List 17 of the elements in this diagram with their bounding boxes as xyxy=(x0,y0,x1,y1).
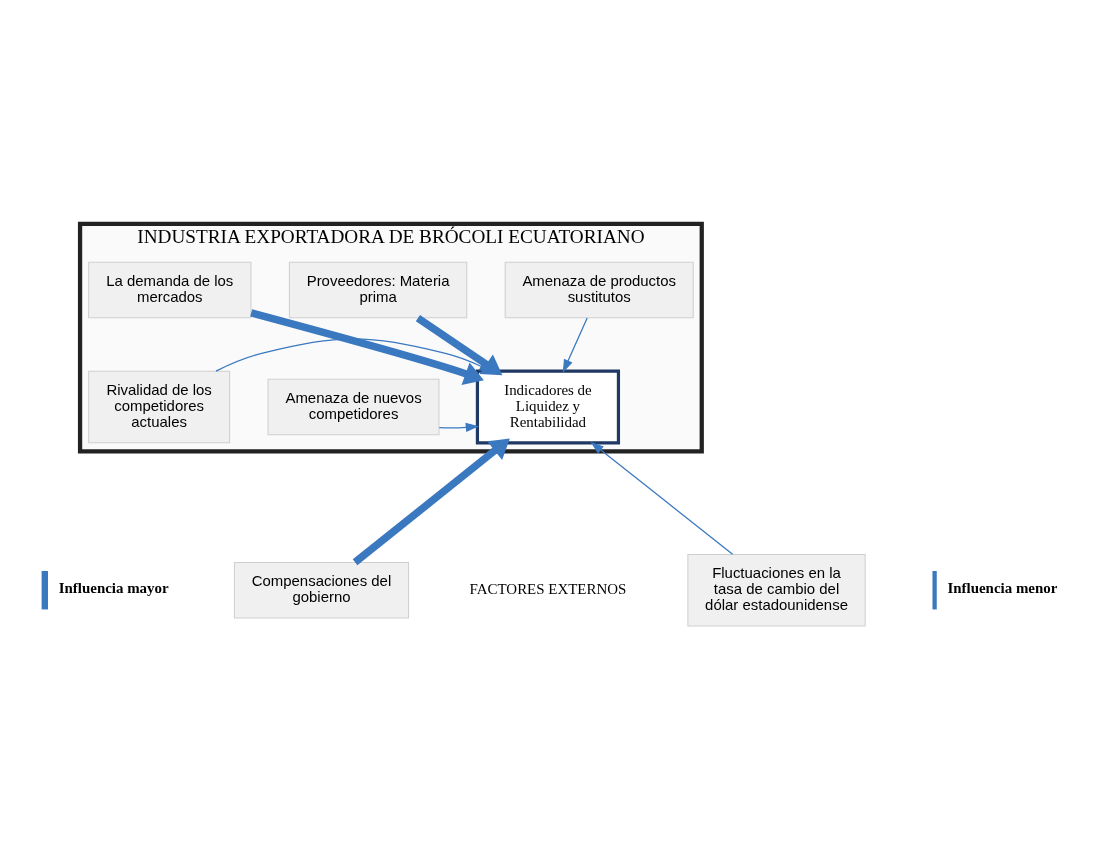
legend-label: Influencia mayor xyxy=(58,579,169,596)
node-box: Proveedores: Materia prima xyxy=(288,261,468,318)
node-box: Amenaza de productos sustitutos xyxy=(504,261,694,318)
arrow xyxy=(352,438,510,565)
arrow xyxy=(590,441,734,555)
label: FACTORES EXTERNOS xyxy=(469,580,627,597)
node-box: Amenaza de nuevos competidores xyxy=(267,378,440,435)
legend-label: Influencia menor xyxy=(947,579,1058,596)
arrow xyxy=(415,314,503,375)
node-box: Fluctuaciones en la tasa de cambio del dólar estadounidense xyxy=(687,553,866,627)
node-box: Indicadores de Liquidez y Rentabilidad xyxy=(475,369,621,444)
node-box: Rivalidad de los competidores actuales xyxy=(88,370,231,443)
arrow xyxy=(562,316,588,373)
node-box: La demanda de los mercados xyxy=(88,261,252,318)
node-box: Compensaciones del gobierno xyxy=(233,561,410,618)
arrow xyxy=(250,308,484,385)
arrow xyxy=(438,422,480,432)
